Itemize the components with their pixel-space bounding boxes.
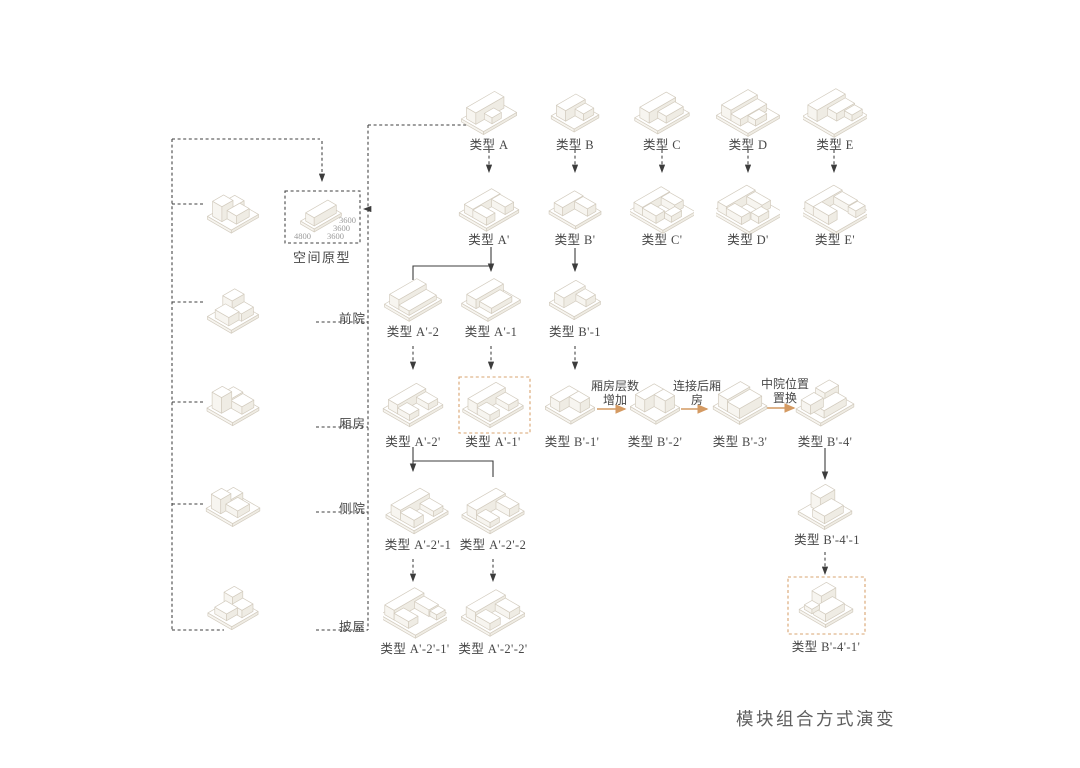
building-reference-2 — [201, 282, 265, 340]
node-label-type-a1-prime: 类型 A'-1' — [465, 435, 521, 449]
transition-arrows — [597, 403, 796, 414]
node-label-type-c: 类型 C — [642, 138, 682, 152]
building-type-a — [457, 84, 521, 142]
dim-3600-a: 3600 — [327, 231, 344, 241]
node-label-type-c-prime: 类型 C' — [641, 233, 683, 247]
node-label-type-b: 类型 B — [555, 138, 595, 152]
prototype-box — [284, 190, 361, 244]
dim-3600-b: 3600 — [333, 223, 350, 233]
building-type-a-prime — [457, 181, 521, 239]
building-type-a1 — [459, 271, 523, 329]
node-label-type-a2-2: 类型 A'-2'-2 — [459, 538, 527, 552]
transition-label-swap-middle-court: 中院位置置换 — [760, 377, 809, 406]
building-type-b-prime — [543, 181, 607, 239]
node-label-type-b3-prime: 类型 B'-3' — [712, 435, 768, 449]
node-label-type-b1: 类型 B'-1 — [549, 325, 601, 339]
building-prototype — [294, 194, 348, 238]
node-label-type-a2-prime: 类型 A'-2' — [385, 435, 441, 449]
dim-4800: 4800 — [294, 231, 311, 241]
building-type-b1-prime — [538, 376, 602, 434]
stage-label-front-yard: 前院 — [338, 312, 366, 326]
highlight-boxes — [458, 376, 866, 635]
node-label-type-e-prime: 类型 E' — [814, 233, 856, 247]
building-type-a2-2-prime — [460, 584, 526, 642]
node-label-type-a-prime: 类型 A' — [468, 233, 510, 247]
node-label-type-b-prime: 类型 B' — [554, 233, 596, 247]
building-reference-1 — [201, 185, 265, 243]
node-label-type-a2-1: 类型 A'-2'-1 — [384, 538, 452, 552]
node-label-type-a2-2-prime: 类型 A'-2'-2' — [458, 642, 528, 656]
building-type-c — [630, 84, 694, 142]
stage-label-wing-room: 厢房 — [338, 417, 366, 431]
node-label-type-a: 类型 A — [469, 138, 509, 152]
transition-label-connect-rear-wing: 连接后厢房 — [672, 379, 721, 408]
solid-connectors — [409, 247, 829, 481]
building-type-e-prime — [799, 181, 871, 239]
building-reference-3 — [201, 377, 265, 435]
building-reference-5 — [201, 579, 265, 637]
node-label-type-b4-prime: 类型 B'-4' — [797, 435, 853, 449]
dashed-guides — [171, 124, 838, 631]
building-type-b3-prime — [708, 374, 772, 432]
node-label-type-b4-1-prime: 类型 B'-4'-1' — [791, 640, 861, 654]
diagram-title: 模块组合方式演变 — [736, 709, 896, 729]
building-type-b2-prime — [623, 375, 687, 433]
node-label-type-b2-prime: 类型 B'-2' — [627, 435, 683, 449]
building-type-a1-prime — [461, 376, 525, 434]
node-label-type-d-prime: 类型 D' — [727, 233, 769, 247]
building-type-c-prime — [628, 181, 696, 239]
node-label-type-a2-1-prime: 类型 A'-2'-1' — [380, 642, 450, 656]
prototype-label: 空间原型 — [292, 250, 352, 265]
building-type-d-prime — [712, 181, 784, 239]
building-type-e — [802, 84, 868, 142]
node-label-type-b4-1: 类型 B'-4'-1 — [794, 533, 860, 547]
node-label-type-b1-prime: 类型 B'-1' — [544, 435, 600, 449]
transition-label-wing-floors: 厢房层数增加 — [590, 379, 639, 408]
building-type-b4-1 — [793, 478, 857, 536]
building-reference-4 — [201, 478, 265, 536]
node-label-type-e: 类型 E — [816, 138, 854, 152]
building-type-d — [716, 84, 780, 142]
stage-label-side-yard: 侧院 — [338, 502, 366, 516]
dim-3600-c: 3600 — [339, 215, 356, 225]
node-label-type-a2: 类型 A'-2 — [386, 325, 440, 339]
node-label-type-d: 类型 D — [728, 138, 768, 152]
building-type-a2 — [381, 271, 445, 329]
building-type-b1 — [543, 271, 607, 329]
building-type-b — [543, 84, 607, 142]
building-type-a2-prime — [381, 376, 445, 434]
stage-label-lean-to: 披屋 — [338, 620, 366, 634]
building-type-a2-2 — [461, 482, 525, 540]
node-label-type-a1: 类型 A'-1 — [464, 325, 518, 339]
building-type-a2-1-prime — [379, 584, 451, 642]
building-type-b4-prime — [793, 374, 857, 432]
building-type-b4-1-prime — [794, 576, 858, 634]
highlight-box-type-a1-prime — [458, 376, 531, 434]
building-type-a2-1 — [385, 482, 449, 540]
